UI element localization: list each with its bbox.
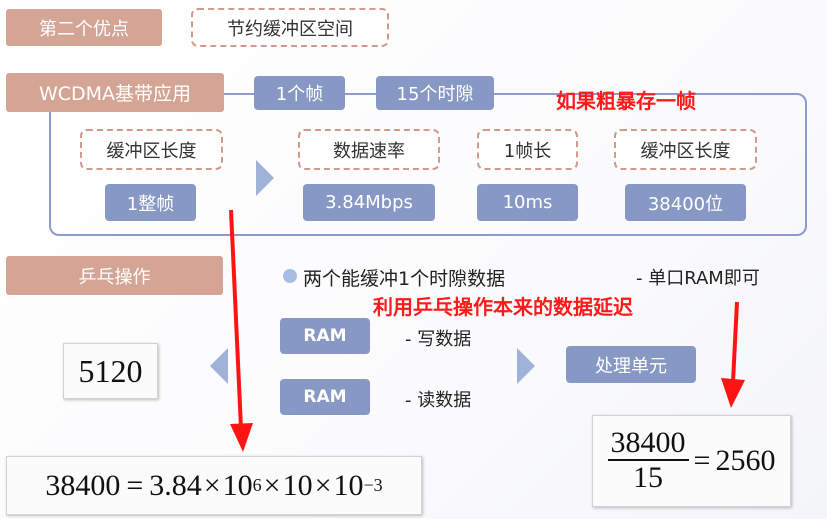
formula-exp2: −3 bbox=[363, 475, 383, 495]
formula-lhs: 38400 bbox=[45, 468, 121, 502]
formula-times: × bbox=[203, 468, 221, 502]
fraction-numerator: 38400 bbox=[607, 426, 689, 462]
formula-exp1: 6 bbox=[252, 475, 262, 495]
formula-a: 3.84 bbox=[149, 468, 202, 502]
chevron-right-icon bbox=[517, 348, 535, 384]
ram-write-box: RAM bbox=[280, 318, 370, 354]
note-store-frame: 如果粗暴存一帧 bbox=[556, 89, 696, 113]
bullet-text: 两个能缓冲1个时隙数据 bbox=[303, 268, 506, 290]
ram-write-label: - 写数据 bbox=[405, 329, 472, 350]
formula-times: × bbox=[314, 468, 332, 502]
column-value-frame-length: 10ms bbox=[477, 184, 578, 221]
ram-read-label: - 读数据 bbox=[405, 390, 472, 411]
formula-base2: 10 bbox=[333, 468, 364, 502]
point-save-buffer: 节约缓冲区空间 bbox=[191, 8, 389, 47]
red-arrow-icon bbox=[229, 209, 253, 452]
column-value-data-rate: 3.84Mbps bbox=[303, 184, 435, 221]
fraction: 38400 15 bbox=[607, 426, 689, 496]
red-arrow-icon bbox=[721, 301, 745, 408]
value-box-5120: 5120 bbox=[63, 343, 158, 399]
column-header-buffer-length-2: 缓冲区长度 bbox=[614, 129, 757, 170]
section-label-wcdma: WCDMA基带应用 bbox=[6, 73, 224, 112]
section-label-advantage: 第二个优点 bbox=[6, 9, 162, 46]
formula-base1: 10 bbox=[222, 468, 253, 502]
bullet-suffix: - 单口RAM即可 bbox=[636, 268, 760, 289]
note-ping-pong-delay: 利用乒乓操作本来的数据延迟 bbox=[373, 295, 633, 319]
section-label-ping-pong: 乒乓操作 bbox=[6, 256, 223, 295]
chevron-left-icon bbox=[210, 348, 228, 384]
processing-unit-box: 处理单元 bbox=[566, 346, 696, 383]
chevron-right-icon bbox=[256, 160, 274, 196]
column-header-frame-length: 1帧长 bbox=[477, 129, 578, 170]
formula-result: 2560 bbox=[715, 444, 776, 477]
column-value-one-frame: 1整帧 bbox=[105, 184, 196, 221]
ram-read-box: RAM bbox=[280, 379, 370, 415]
tag-one-frame: 1个帧 bbox=[254, 76, 345, 110]
tag-fifteen-slots: 15个时隙 bbox=[376, 76, 494, 110]
bullet-dot-icon bbox=[283, 269, 297, 283]
formula-b: 10 bbox=[282, 468, 313, 502]
formula-eq: = bbox=[126, 468, 144, 502]
formula-times: × bbox=[263, 468, 281, 502]
formula-eq: = bbox=[693, 444, 711, 477]
column-value-buffer-bits: 38400位 bbox=[625, 184, 746, 221]
formula-slot-bits: 38400 15 = 2560 bbox=[592, 415, 791, 507]
fraction-denominator: 15 bbox=[633, 461, 664, 495]
column-header-data-rate: 数据速率 bbox=[298, 129, 440, 170]
column-header-buffer-length: 缓冲区长度 bbox=[80, 129, 223, 170]
